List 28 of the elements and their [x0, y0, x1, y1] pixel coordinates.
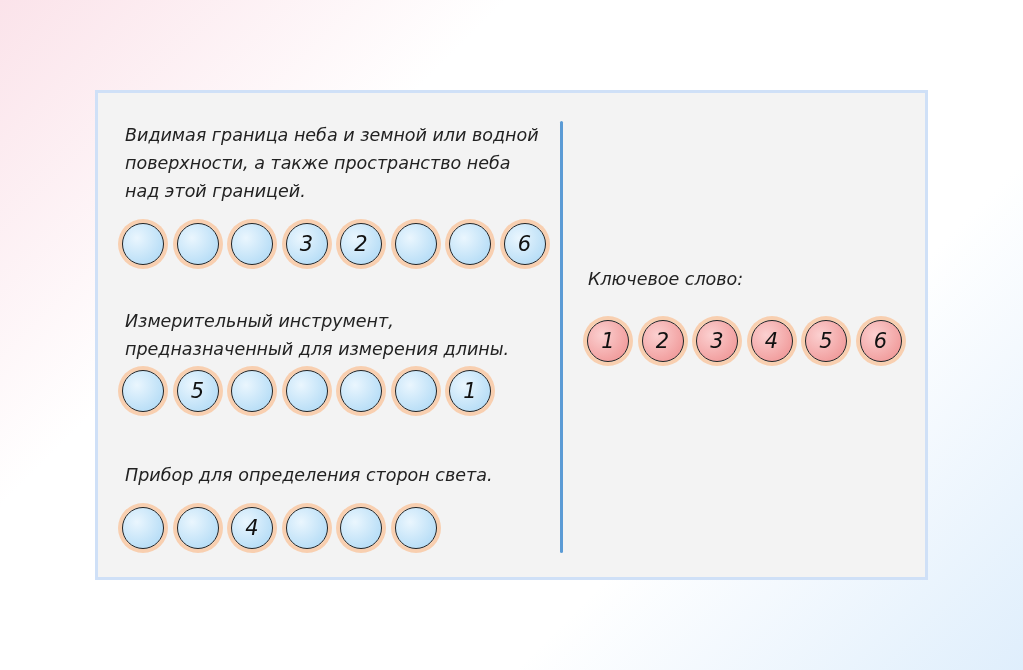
letter-circle [122, 370, 164, 412]
question-text: Прибор для определения сторон света. [125, 464, 494, 487]
letter-circle [285, 370, 328, 412]
letter-circle [394, 507, 437, 549]
letter-circle [122, 223, 164, 265]
question-text: Видимая граница неба и земной или водной поверхности, а также пространство неба над этой границей. [125, 124, 540, 203]
letter-circle: 5 [176, 370, 219, 412]
letter-circle: 6 [503, 223, 546, 265]
question-text: Измерительный инструмент, предназначенный для измерения длины. [125, 310, 511, 361]
letter-circle [340, 370, 382, 412]
letter-circle: 6 [859, 320, 902, 362]
letter-circle [122, 507, 164, 549]
letter-circle: 3 [696, 320, 738, 362]
letter-circle: 3 [285, 223, 328, 265]
letter-circle [394, 370, 437, 412]
letter-circle: 5 [805, 320, 847, 362]
letter-circle [394, 223, 437, 265]
letter-circle: 2 [340, 223, 382, 265]
letter-circle [176, 223, 219, 265]
letter-circle [340, 507, 382, 549]
letter-circle [449, 223, 491, 265]
letter-circle [176, 507, 219, 549]
letter-circle: 1 [587, 320, 629, 362]
letter-circle [285, 507, 328, 549]
letter-circle: 2 [641, 320, 684, 362]
heading-text: Ключевое слово: [588, 268, 745, 291]
letter-circle: 1 [449, 370, 491, 412]
letter-circle: 4 [750, 320, 793, 362]
